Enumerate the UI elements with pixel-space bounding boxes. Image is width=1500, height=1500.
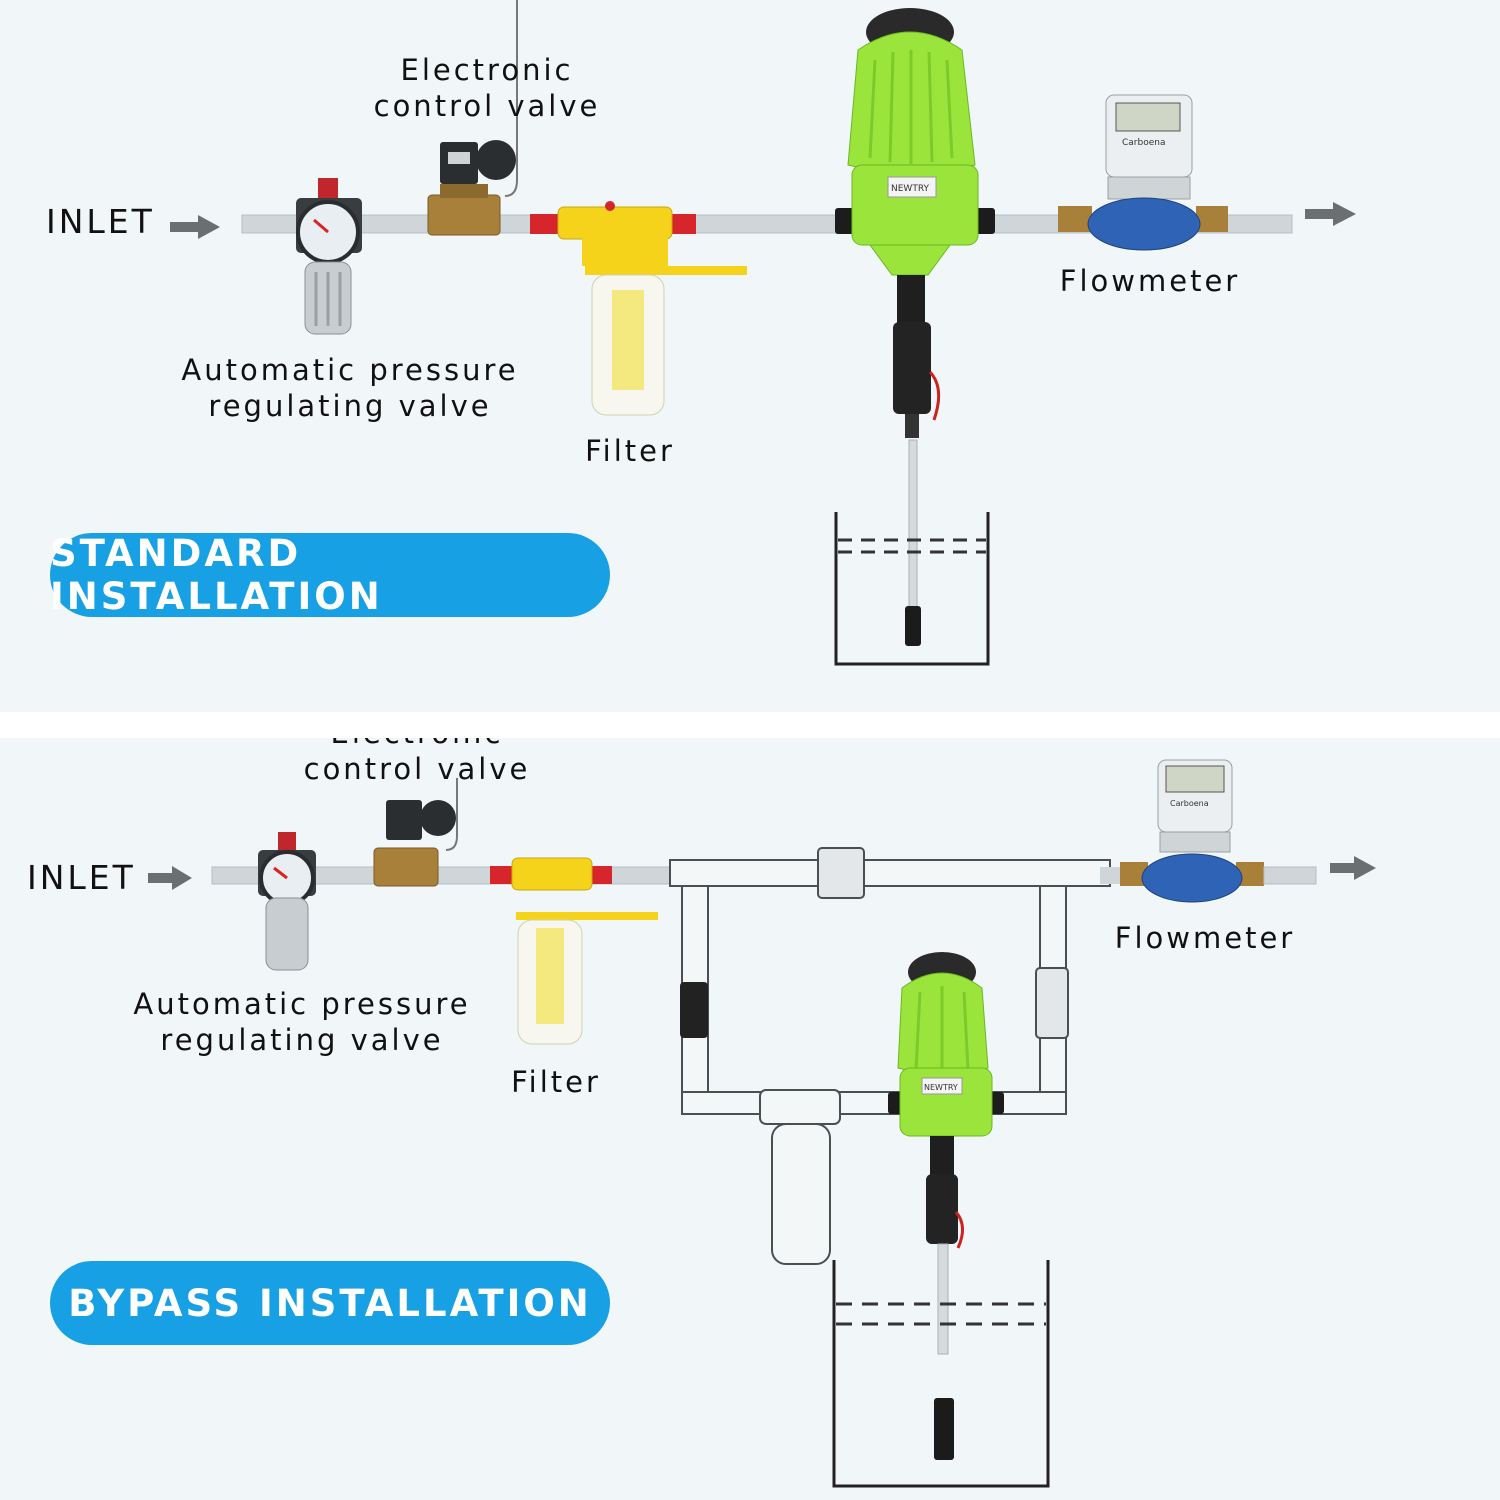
flowmeter-label: Flowmeter (1059, 264, 1241, 298)
bypass-filter (759, 1089, 841, 1265)
water-filter (490, 857, 658, 1045)
chemical-bucket (832, 1260, 1050, 1488)
standard-installation-drawing: NEWTRY Carboena (170, 0, 1356, 666)
dosing-dispenser: NEWTRY (835, 8, 995, 611)
electronic-valve-label: Electronic control valve (282, 738, 552, 787)
electronic-control-valve (373, 778, 458, 887)
dispenser-brand-text: NEWTRY (924, 1083, 958, 1092)
pressure-valve-label-line-2: regulating valve (160, 1023, 444, 1057)
bypass-installation-panel: NEWTRY Carboena (0, 738, 1500, 1500)
filter-label: Filter (511, 1065, 601, 1099)
bypass-installation-drawing: NEWTRY Carboena (148, 759, 1376, 1488)
flowmeter: Carboena (1058, 94, 1228, 251)
electronic-valve-label-line-1: Electronic (282, 738, 552, 751)
filter-label: Filter (585, 434, 675, 468)
bypass-piping (669, 847, 1111, 1115)
outlet-pipe-segment (1100, 867, 1120, 884)
flowmeter-label: Flowmeter (1114, 921, 1296, 955)
outlet-arrow-icon (1305, 202, 1356, 226)
electronic-valve-label: Electronic control valve (352, 52, 622, 124)
meter-brand-text: Carboena (1170, 799, 1209, 808)
bypass-installation-badge: BYPASS INSTALLATION (50, 1261, 610, 1345)
pressure-valve-label: Automatic pressure regulating valve (122, 986, 482, 1058)
pressure-valve-label-line-1: Automatic pressure (133, 987, 471, 1021)
pressure-valve-label-line-1: Automatic pressure (181, 353, 519, 387)
dispenser-brand-text: NEWTRY (891, 184, 929, 194)
inlet-arrow-icon (148, 866, 192, 890)
meter-brand-text: Carboena (1122, 138, 1165, 148)
pressure-regulating-valve (258, 832, 316, 971)
water-filter (530, 201, 747, 416)
electronic-valve-label-line-2: control valve (303, 752, 531, 786)
standard-installation-badge: STANDARD INSTALLATION (50, 532, 610, 618)
main-pipe (241, 214, 1293, 234)
electronic-valve-label-line-2: control valve (373, 89, 601, 123)
standard-installation-panel: NEWTRY Carboena (0, 0, 1500, 712)
inlet-label: INLET (46, 202, 155, 241)
outlet-arrow-icon (1330, 856, 1376, 880)
chemical-bucket (834, 512, 990, 666)
pressure-valve-label-line-2: regulating valve (208, 389, 492, 423)
bypass-valve-left (680, 982, 708, 1038)
pressure-valve-label: Automatic pressure regulating valve (170, 352, 530, 424)
flowmeter: Carboena (1120, 759, 1317, 903)
electronic-valve-label-line-1: Electronic (400, 53, 574, 87)
inlet-label: INLET (27, 858, 136, 897)
dosing-dispenser: NEWTRY (888, 952, 1004, 1355)
inlet-arrow-icon (170, 215, 220, 239)
electronic-control-valve (427, 0, 518, 236)
pressure-regulating-valve (296, 178, 362, 335)
